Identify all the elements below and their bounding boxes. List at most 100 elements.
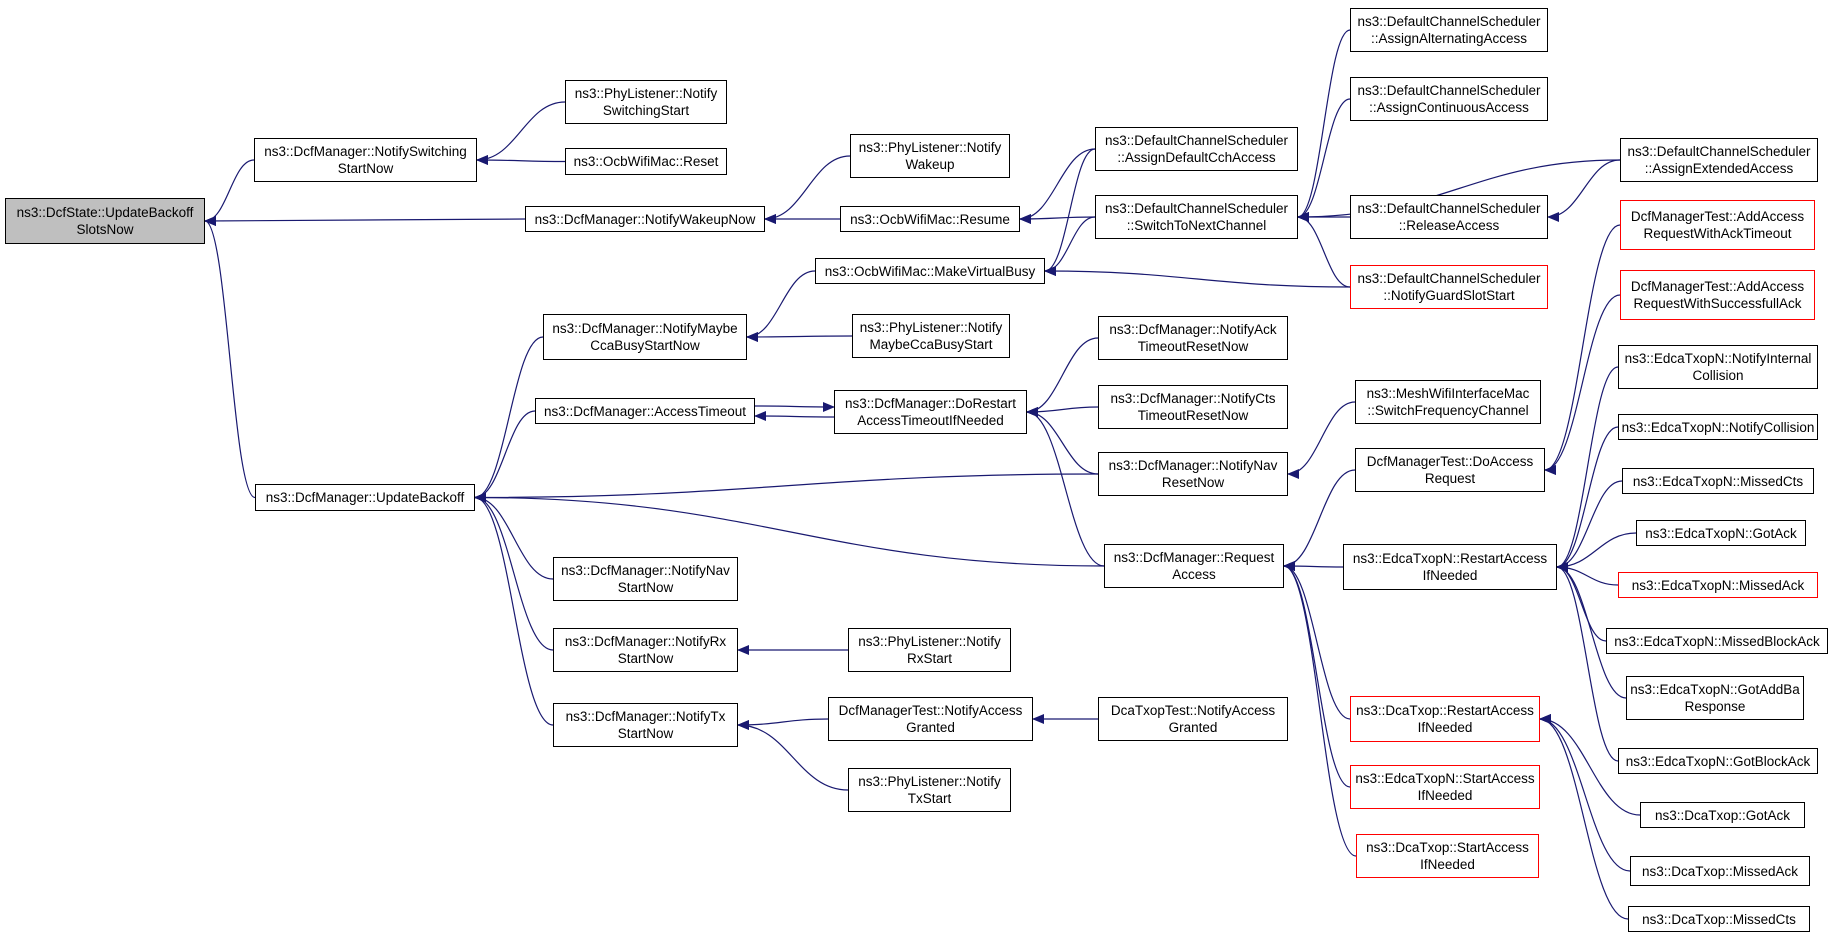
edge-reqacc-to-dorst xyxy=(1026,407,1105,567)
node-dt-ma[interactable]: ns3::DcaTxop::MissedAck xyxy=(1630,856,1810,886)
node-label-line: StartNow xyxy=(617,651,674,666)
edge-nmcb-to-ub xyxy=(474,336,544,503)
node-label-line: ::NotifyGuardSlotStart xyxy=(1383,288,1515,303)
node-label-line: ns3::DcfManager::NotifyTx xyxy=(565,709,726,724)
node-label-line: Request xyxy=(1424,471,1476,486)
node-stnc[interactable]: ns3::DefaultChannelScheduler::SwitchToNe… xyxy=(1095,195,1298,239)
node-mesh[interactable]: ns3::MeshWifiInterfaceMac::SwitchFrequen… xyxy=(1355,380,1541,424)
node-label-line: ns3::EdcaTxopN::MissedAck xyxy=(1631,577,1805,593)
node-label-line: ::ReleaseAccess xyxy=(1398,218,1500,233)
node-en-mc[interactable]: ns3::EdcaTxopN::MissedCts xyxy=(1622,468,1814,494)
node-rel[interactable]: ns3::DefaultChannelScheduler::ReleaseAcc… xyxy=(1350,195,1548,239)
node-adcch[interactable]: ns3::DefaultChannelScheduler::AssignDefa… xyxy=(1095,127,1298,171)
node-en-nc[interactable]: ns3::EdcaTxopN::NotifyCollision xyxy=(1618,414,1818,440)
edge-dmt-aat-to-dmt-dar xyxy=(1544,224,1621,475)
edge-nnavr-to-dorst xyxy=(1026,407,1099,475)
edge-ub-to-root xyxy=(204,216,256,499)
node-label-line: ns3::DcfManager::AccessTimeout xyxy=(543,403,747,419)
edge-nwu-to-root xyxy=(204,215,526,226)
node-ngss[interactable]: ns3::DefaultChannelScheduler::NotifyGuar… xyxy=(1350,265,1548,309)
node-aalt[interactable]: ns3::DefaultChannelScheduler::AssignAlte… xyxy=(1350,8,1548,52)
edge-nack-to-dorst xyxy=(1026,337,1099,417)
node-ub[interactable]: ns3::DcfManager::UpdateBackoff xyxy=(255,484,475,511)
edge-ngss-to-mvb xyxy=(1044,266,1351,288)
node-mvb[interactable]: ns3::OcbWifiMac::MakeVirtualBusy xyxy=(815,258,1045,284)
edge-dt-sai-to-reqacc xyxy=(1283,561,1357,857)
edge-ocb-reset-to-nss xyxy=(476,155,566,166)
node-dt-mc[interactable]: ns3::DcaTxop::MissedCts xyxy=(1628,906,1810,932)
node-resume[interactable]: ns3::OcbWifiMac::Resume xyxy=(840,206,1020,232)
edge-dorst-to-acto xyxy=(754,411,835,422)
edge-nrx-to-ub xyxy=(474,492,554,651)
edge-acont-to-stnc xyxy=(1297,98,1351,222)
node-label-line: ns3::EdcaTxopN::NotifyCollision xyxy=(1621,419,1815,435)
node-label-line: StartNow xyxy=(617,580,674,595)
node-acont[interactable]: ns3::DefaultChannelScheduler::AssignCont… xyxy=(1350,77,1548,121)
edge-nnavr-to-ub xyxy=(474,473,1099,503)
node-ocb-reset[interactable]: ns3::OcbWifiMac::Reset xyxy=(565,148,727,175)
node-label-line: ns3::DcaTxop::RestartAccess xyxy=(1356,703,1534,718)
node-label-line: ns3::OcbWifiMac::Reset xyxy=(573,154,719,169)
node-label-line: TxStart xyxy=(907,791,952,806)
node-aext[interactable]: ns3::DefaultChannelScheduler::AssignExte… xyxy=(1620,138,1818,182)
edge-dt-ma-to-dt-rai xyxy=(1539,714,1631,872)
node-en-ga[interactable]: ns3::EdcaTxopN::GotAck xyxy=(1636,520,1806,546)
node-dt-ga[interactable]: ns3::DcaTxop::GotAck xyxy=(1640,802,1805,828)
edge-pl-tx-to-ntx xyxy=(737,720,849,791)
edge-aext-to-rel xyxy=(1547,159,1621,222)
edge-pl-mcb-to-nmcb xyxy=(746,331,853,342)
node-label-line: Response xyxy=(1684,699,1746,714)
node-en-gba[interactable]: ns3::EdcaTxopN::GotBlockAck xyxy=(1618,748,1818,774)
node-en-ma[interactable]: ns3::EdcaTxopN::MissedAck xyxy=(1618,572,1818,598)
node-label-line: ns3::EdcaTxopN::MissedBlockAck xyxy=(1614,633,1820,649)
node-label-line: ::AssignExtendedAccess xyxy=(1644,161,1794,176)
node-label-line: ns3::MeshWifiInterfaceMac xyxy=(1366,386,1530,401)
node-label-line: ns3::OcbWifiMac::Resume xyxy=(850,211,1010,227)
edge-reqacc-to-ub xyxy=(474,492,1105,567)
node-label-line: ::AssignAlternatingAccess xyxy=(1370,31,1528,46)
node-label-line: RequestWithSuccessfullAck xyxy=(1633,296,1802,311)
edge-dt-rai-to-reqacc xyxy=(1283,561,1351,720)
node-label-line: RequestWithAckTimeout xyxy=(1643,226,1792,241)
node-label-line: Collision xyxy=(1692,368,1744,383)
node-label-line: ns3::DefaultChannelScheduler xyxy=(1357,271,1541,286)
node-label-line: ns3::DcfManager::NotifyWakeupNow xyxy=(534,211,756,227)
node-label-line: ns3::DcfManager::Request xyxy=(1113,550,1275,565)
node-label-line: IfNeeded xyxy=(1417,720,1473,735)
node-acto[interactable]: ns3::DcfManager::AccessTimeout xyxy=(535,398,755,424)
node-label-line: MaybeCcaBusyStart xyxy=(869,337,993,352)
node-label-line: ns3::EdcaTxopN::GotBlockAck xyxy=(1625,753,1811,769)
node-en-mba[interactable]: ns3::EdcaTxopN::MissedBlockAck xyxy=(1606,628,1828,654)
edge-pl-wk-to-nwu xyxy=(764,155,851,224)
edge-pl-sw-to-nss xyxy=(476,101,566,165)
node-nwu[interactable]: ns3::DcfManager::NotifyWakeupNow xyxy=(525,206,765,232)
node-label-line: ::AssignContinuousAccess xyxy=(1369,100,1529,115)
